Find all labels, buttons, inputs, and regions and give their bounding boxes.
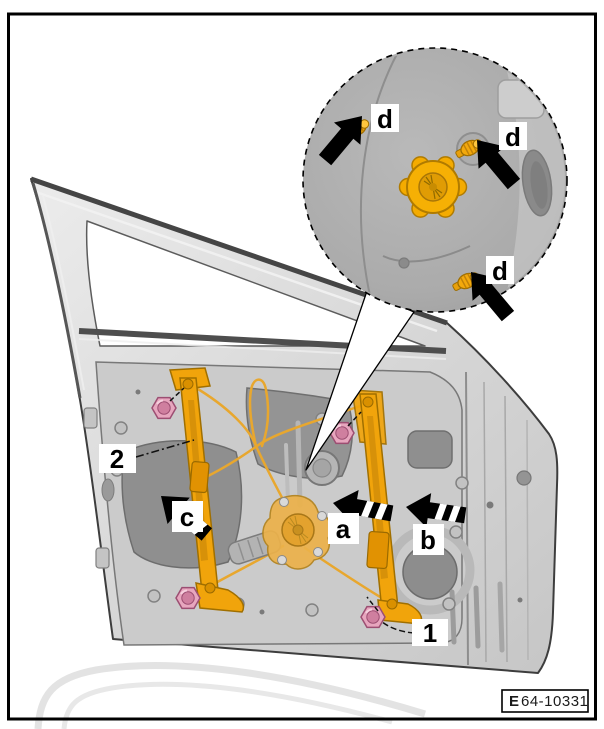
- callout-a-label: a: [336, 514, 351, 544]
- callout-d1-label: d: [377, 104, 393, 134]
- faint-body-sketch: [34, 662, 427, 729]
- regulator-mount-knob: [398, 156, 468, 218]
- figure-border-frame: [7, 12, 597, 721]
- callout-2-label: 2: [110, 444, 124, 474]
- window-opening: [85, 220, 426, 347]
- regulator-motor: [227, 494, 332, 570]
- callout-d-labels: d d d: [371, 104, 527, 286]
- callout-labels: 2 c a b 1: [99, 444, 448, 648]
- figure-code-number: 64-10331: [521, 693, 588, 710]
- window-regulator-highlight: [169, 367, 423, 625]
- nut-front-upper: [151, 396, 177, 420]
- right-guide-rail: [351, 389, 423, 625]
- right-square-opening: [407, 430, 453, 469]
- callout-d2-label: d: [505, 122, 521, 152]
- figure-code-box: E 64-10331: [501, 689, 589, 713]
- callout-b-label: b: [420, 525, 436, 555]
- callout-1-label: 1: [423, 618, 437, 648]
- figure-code-prefix: E: [509, 693, 520, 710]
- nut-rear-lower: [360, 605, 386, 629]
- callout-d3-label: d: [492, 256, 508, 286]
- callout-c-label: c: [180, 502, 194, 532]
- leader-lines: [135, 387, 415, 634]
- magnified-detail-circle: d d d: [302, 47, 568, 328]
- nut-front-lower: [175, 586, 201, 610]
